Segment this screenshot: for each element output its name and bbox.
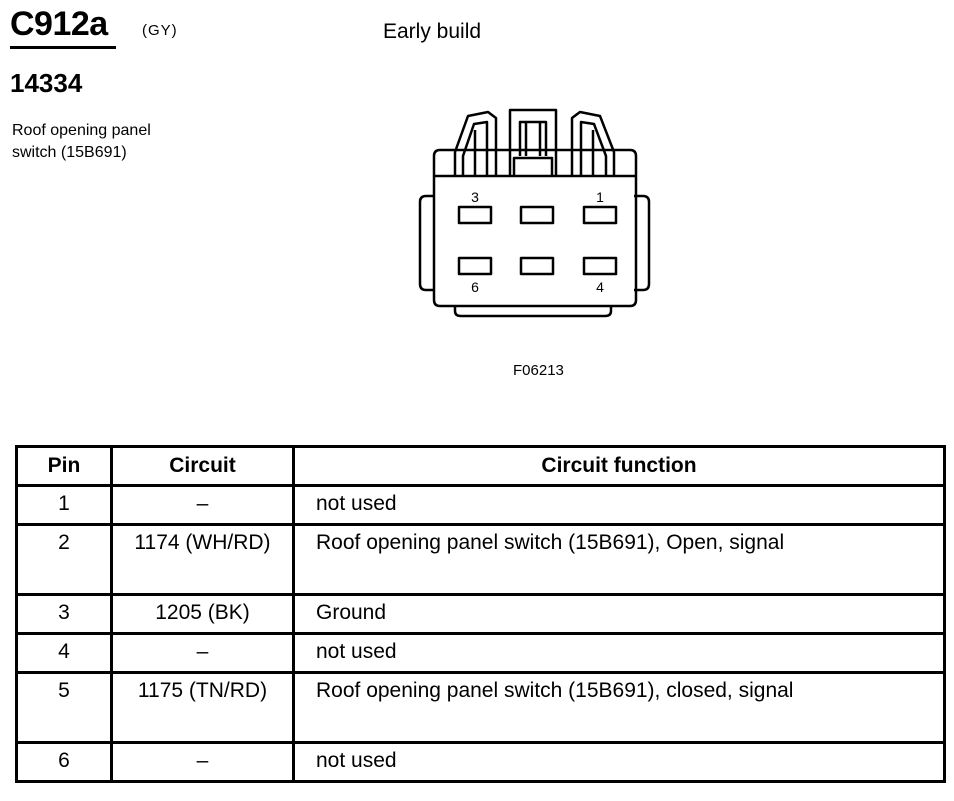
header-circuit: Circuit — [110, 445, 295, 487]
component-description: Roof opening panel switch (15B691) — [12, 122, 151, 161]
table-row: 1 – not used — [15, 484, 946, 526]
table-row: 4 – not used — [15, 632, 946, 674]
function-cell: Roof opening panel switch (15B691), Open… — [292, 523, 946, 596]
function-cell: Ground — [292, 593, 946, 635]
function-cell: not used — [292, 741, 946, 783]
circuit-cell: 1174 (WH/RD) — [110, 523, 295, 596]
circuit-cell: 1205 (BK) — [110, 593, 295, 635]
build-note: Early build — [383, 20, 482, 43]
pin-cell: 1 — [15, 484, 113, 526]
center-latch — [508, 108, 558, 176]
header-pin: Pin — [15, 445, 113, 487]
left-flange — [418, 194, 434, 292]
table-row: 5 1175 (TN/RD) Roof opening panel switch… — [15, 671, 946, 744]
connector-id: C912a — [10, 4, 116, 49]
right-flange — [634, 194, 651, 292]
pin-label-6: 6 — [471, 279, 479, 295]
circuit-cell: 1175 (TN/RD) — [110, 671, 295, 744]
pin-cavity-3 — [457, 205, 493, 225]
table-header-row: Pin Circuit Circuit function — [15, 445, 946, 487]
pin-label-3: 3 — [471, 189, 479, 205]
pin-label-1: 1 — [596, 189, 604, 205]
pin-cell: 3 — [15, 593, 113, 635]
connector-face-diagram: 3 1 6 4 — [418, 108, 651, 318]
left-latch — [453, 110, 498, 176]
circuit-cell: – — [110, 632, 295, 674]
pin-cell: 2 — [15, 523, 113, 596]
table-row: 3 1205 (BK) Ground — [15, 593, 946, 635]
part-number: 14334 — [10, 68, 83, 98]
pin-cavity-1 — [582, 205, 618, 225]
pin-cell: 4 — [15, 632, 113, 674]
pin-cell: 5 — [15, 671, 113, 744]
circuit-cell: – — [110, 741, 295, 783]
table-row: 2 1174 (WH/RD) Roof opening panel switch… — [15, 523, 946, 596]
figure-id: F06213 — [513, 362, 564, 379]
function-cell: Roof opening panel switch (15B691), clos… — [292, 671, 946, 744]
pin-cell: 6 — [15, 741, 113, 783]
function-cell: not used — [292, 484, 946, 526]
pin-cavity-4 — [582, 256, 618, 276]
circuit-cell: – — [110, 484, 295, 526]
pin-label-4: 4 — [596, 279, 604, 295]
connector-color-code: (GY) — [142, 22, 178, 39]
function-cell: not used — [292, 632, 946, 674]
header-function: Circuit function — [292, 445, 946, 487]
table-row: 6 – not used — [15, 741, 946, 783]
pin-cavity-6 — [457, 256, 493, 276]
bottom-lip — [453, 306, 613, 318]
pin-cavity-5 — [519, 256, 555, 276]
right-latch — [570, 110, 616, 176]
pin-table: Pin Circuit Circuit function 1 – not use… — [15, 445, 946, 783]
pin-cavity-2 — [519, 205, 555, 225]
connector-body — [432, 148, 638, 308]
